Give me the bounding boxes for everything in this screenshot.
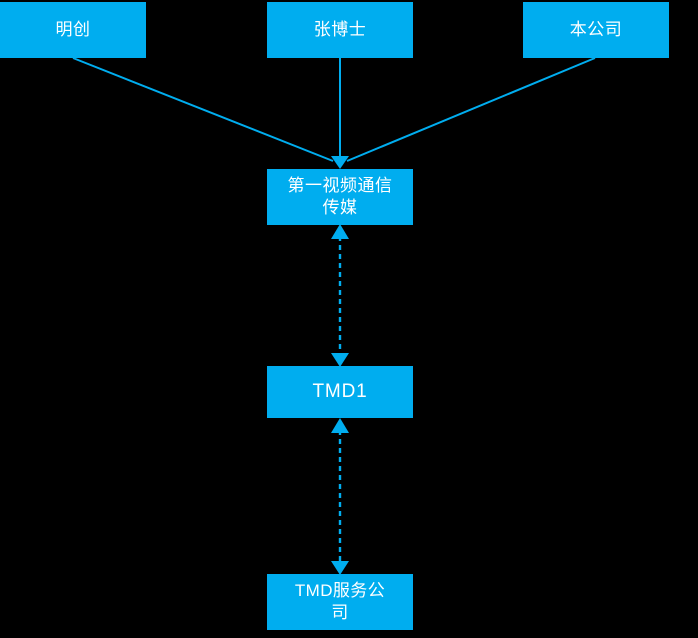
- arrowhead-media-to-tmd1-up: [331, 224, 349, 239]
- arrowhead-tmd1-to-service-down: [331, 561, 349, 575]
- arrowhead-media-to-tmd1-down: [331, 353, 349, 367]
- arrowhead-tmd1-to-service-up: [331, 418, 349, 433]
- edge-company-to-media: [346, 57, 596, 162]
- node-dr-zhang[interactable]: 张博士: [267, 2, 413, 58]
- node-tmd1[interactable]: TMD1: [267, 366, 413, 418]
- node-our-company[interactable]: 本公司: [523, 2, 669, 58]
- node-first-video-media[interactable]: 第一视频通信 传媒: [267, 169, 413, 225]
- edge-mingchuang-to-media: [72, 57, 334, 162]
- node-mingchuang[interactable]: 明创: [0, 2, 146, 58]
- node-tmd-service-company[interactable]: TMD服务公 司: [267, 574, 413, 630]
- arrowhead-into-media: [331, 156, 349, 169]
